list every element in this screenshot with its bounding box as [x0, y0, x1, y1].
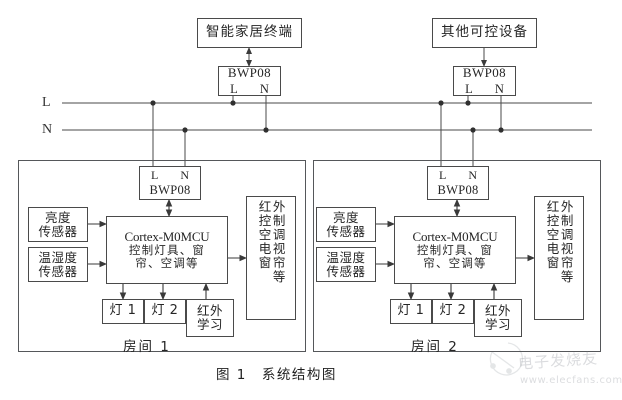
lamp-box-2-room-2: 灯 2 — [432, 299, 474, 324]
sensor-line-1: 温湿度 — [326, 249, 366, 265]
coupler-pin-l: L — [438, 168, 447, 183]
coupler-pin-l: L — [465, 81, 473, 96]
sensor-line-2: 传感器 — [38, 223, 78, 239]
device-box-other-controllable-devices: 其他可控设备 — [432, 18, 537, 48]
coupler-title: BWP08 — [149, 182, 191, 197]
ir-output-column-right: 外制调视帘等 — [558, 200, 574, 284]
coupler-box-bwp08-room-1: L N BWP08 — [139, 166, 201, 200]
sensor-box-brightness-room-2: 亮度 传感器 — [316, 207, 376, 242]
sensor-line-1: 温湿度 — [38, 249, 78, 265]
device-box-smart-home-terminal: 智能家居终端 — [197, 18, 302, 48]
coupler-box-bwp08-top-left: BWP08 L N — [218, 66, 281, 96]
bus-label-neutral: N — [42, 122, 53, 137]
lamp-label: 灯 1 — [397, 303, 425, 319]
ir-output-box-room-2: 外制调视帘等 红控空电窗 — [534, 196, 584, 320]
figure-caption: 图 1 系统结构图 — [216, 367, 337, 383]
coupler-pin-l: L — [230, 81, 238, 96]
mcu-line-1: Cortex-M0MCU — [124, 228, 210, 244]
mcu-line-2: 控制灯具、窗 — [128, 243, 206, 258]
ir-output-box-room-1: 外制调视帘等 红控空电窗 — [246, 196, 296, 320]
sensor-line-1: 亮度 — [44, 209, 71, 225]
sensor-line-1: 亮度 — [332, 209, 359, 225]
mcu-line-3: 帘、空调等 — [135, 256, 199, 271]
mcu-box-room-1: Cortex-M0MCU 控制灯具、窗 帘、空调等 — [106, 216, 228, 284]
coupler-pin-n: N — [468, 168, 477, 183]
bus-label-live: L — [42, 95, 51, 110]
mcu-line-3: 帘、空调等 — [423, 256, 487, 271]
room-label-2: 房间 2 — [411, 339, 459, 355]
watermark-logo — [489, 342, 524, 376]
coupler-pin-n: N — [259, 81, 269, 96]
coupler-pin-l: L — [150, 168, 159, 183]
coupler-title: BWP08 — [227, 65, 272, 81]
device-label: 智能家居终端 — [206, 24, 293, 41]
sensor-line-2: 传感器 — [326, 223, 366, 239]
sensor-box-brightness-room-1: 亮度 传感器 — [28, 207, 88, 242]
mcu-line-2: 控制灯具、窗 — [416, 243, 494, 258]
lamp-box-1-room-2: 灯 1 — [390, 299, 432, 324]
sensor-line-2: 传感器 — [326, 263, 366, 279]
coupler-title: BWP08 — [462, 65, 507, 81]
device-label: 其他可控设备 — [441, 24, 528, 41]
sensor-box-temp-humidity-room-2: 温湿度 传感器 — [316, 247, 376, 282]
ir-learning-line-1: 红外 — [484, 302, 511, 318]
mcu-line-1: Cortex-M0MCU — [412, 228, 498, 244]
room-container-2 — [313, 160, 601, 352]
coupler-pin-n: N — [494, 81, 504, 96]
lamp-label: 灯 2 — [439, 303, 467, 319]
ir-learning-line-2: 学习 — [484, 317, 511, 332]
ir-learning-line-2: 学习 — [196, 317, 223, 332]
lamp-label: 灯 2 — [151, 303, 179, 319]
coupler-title: BWP08 — [437, 182, 479, 197]
coupler-box-bwp08-room-2: L N BWP08 — [427, 166, 489, 200]
room-label-1: 房间 1 — [123, 339, 171, 355]
sensor-box-temp-humidity-room-1: 温湿度 传感器 — [28, 247, 88, 282]
ir-output-column-left: 红控空电窗 — [256, 200, 272, 270]
mcu-box-room-2: Cortex-M0MCU 控制灯具、窗 帘、空调等 — [394, 216, 516, 284]
ir-learning-box-room-2: 红外 学习 — [474, 299, 522, 337]
lamp-box-2-room-1: 灯 2 — [144, 299, 186, 324]
ir-learning-box-room-1: 红外 学习 — [186, 299, 234, 337]
lamp-box-1-room-1: 灯 1 — [102, 299, 144, 324]
coupler-box-bwp08-top-right: BWP08 L N — [453, 66, 516, 96]
ir-output-column-left: 红控空电窗 — [544, 200, 560, 270]
coupler-pin-n: N — [180, 168, 189, 183]
ir-output-column-right: 外制调视帘等 — [270, 200, 286, 284]
sensor-line-2: 传感器 — [38, 263, 78, 279]
ir-learning-line-1: 红外 — [196, 302, 223, 318]
room-container-1 — [18, 160, 306, 352]
lamp-label: 灯 1 — [109, 303, 137, 319]
